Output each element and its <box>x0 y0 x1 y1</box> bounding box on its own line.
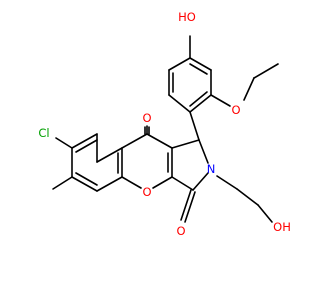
atom-label-HO: HO <box>178 10 196 24</box>
bond <box>71 176 98 192</box>
bond <box>198 139 209 164</box>
molecule-structure: HO O Cl O O O N OH <box>38 10 290 238</box>
bond <box>75 139 98 153</box>
bond <box>71 133 98 149</box>
bond <box>243 77 255 101</box>
atom-label-lactam-O: O <box>176 224 185 238</box>
bond <box>210 94 231 107</box>
atom-label-N: N <box>207 162 216 176</box>
bond <box>189 57 212 71</box>
bond <box>236 188 259 206</box>
bond <box>189 91 208 107</box>
bond <box>257 204 273 223</box>
bond <box>146 133 173 149</box>
bond <box>55 137 73 149</box>
molecule-canvas: HO O Cl O O O N OH <box>38 10 290 238</box>
bond <box>189 63 208 75</box>
bond <box>189 94 212 113</box>
bond <box>171 176 194 191</box>
bond <box>189 111 200 141</box>
bond <box>168 94 191 113</box>
atom-label-ketone-O: O <box>142 111 151 125</box>
atom-label-ring-O: O <box>142 185 151 199</box>
bond <box>121 133 148 149</box>
bond <box>152 176 173 189</box>
bond <box>96 176 123 192</box>
bond <box>253 63 279 79</box>
bond <box>216 175 238 190</box>
bond <box>184 191 196 223</box>
bond <box>52 176 73 190</box>
bond <box>121 176 142 189</box>
bond <box>96 147 123 163</box>
bond <box>75 172 98 186</box>
atom-labels: HO O Cl O O O N OH <box>38 10 290 238</box>
bond <box>171 139 200 149</box>
atom-label-OH: OH <box>273 220 291 234</box>
bond <box>192 172 209 191</box>
bond <box>168 57 191 71</box>
bond <box>180 189 192 221</box>
atom-label-ether-O: O <box>231 103 240 117</box>
atom-label-Cl: Cl <box>38 126 49 140</box>
bond-lines <box>52 35 279 223</box>
